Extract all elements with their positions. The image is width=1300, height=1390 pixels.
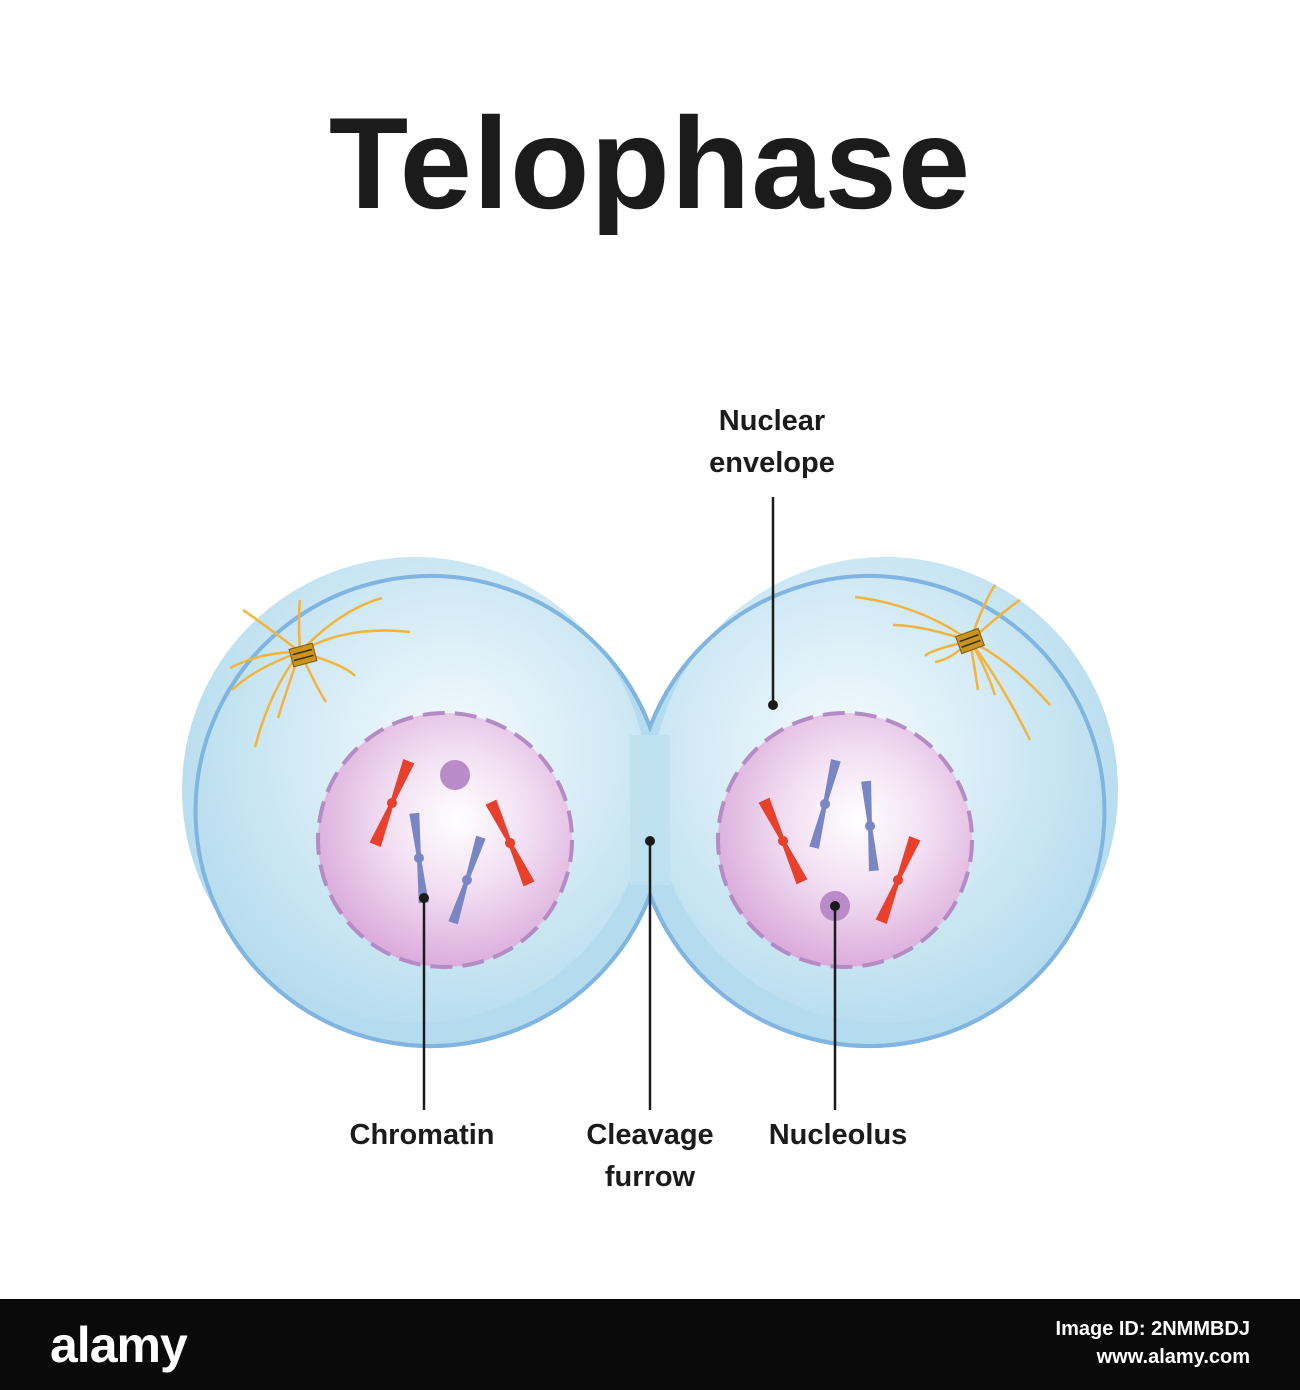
nucleolus-pointer bbox=[830, 901, 840, 1110]
image-id: Image ID: 2NMMBDJ bbox=[1055, 1318, 1250, 1340]
left-centrosome bbox=[229, 596, 411, 748]
chromosome-blue bbox=[809, 759, 841, 849]
right-chromosomes bbox=[758, 759, 921, 924]
label-line: Nuclear bbox=[718, 405, 826, 437]
site-url: www.alamy.com bbox=[1096, 1346, 1250, 1368]
cleavage-furrow-label: Cleavage furrow bbox=[550, 1114, 750, 1198]
footer-bar: alamy Image ID: 2NMMBDJ www.alamy.com bbox=[0, 1299, 1300, 1390]
nucleolus-label: Nucleolus bbox=[768, 1119, 908, 1151]
image-meta: Image ID: 2NMMBDJ www.alamy.com bbox=[1056, 1315, 1250, 1371]
chromosome-red bbox=[485, 799, 535, 887]
left-chromosomes bbox=[369, 759, 535, 925]
page-title: Telophase bbox=[328, 90, 972, 236]
chromosome-red bbox=[758, 797, 808, 885]
right-nucleus bbox=[716, 711, 974, 969]
label-line: Cleavage bbox=[586, 1119, 714, 1151]
left-nucleus bbox=[316, 711, 574, 969]
label-line: envelope bbox=[709, 447, 835, 479]
chromosome-red bbox=[369, 759, 415, 847]
left-nucleolus bbox=[440, 760, 470, 790]
label-line: furrow bbox=[604, 1161, 696, 1193]
nuclear-envelope-pointer bbox=[768, 497, 778, 710]
chromatin-label: Chromatin bbox=[349, 1119, 495, 1151]
right-centrosome bbox=[854, 584, 1051, 741]
chromosome-red bbox=[875, 836, 921, 924]
telophase-diagram bbox=[182, 497, 1118, 1110]
chromosome-blue bbox=[861, 780, 879, 872]
alamy-logo: alamy bbox=[50, 1317, 188, 1373]
chromosome-blue bbox=[448, 835, 486, 925]
cleavage-furrow-pointer bbox=[645, 836, 655, 1110]
chromosome-blue bbox=[409, 812, 429, 904]
nuclear-envelope-label: Nuclear envelope bbox=[672, 400, 872, 484]
chromatin-pointer bbox=[419, 893, 429, 1110]
